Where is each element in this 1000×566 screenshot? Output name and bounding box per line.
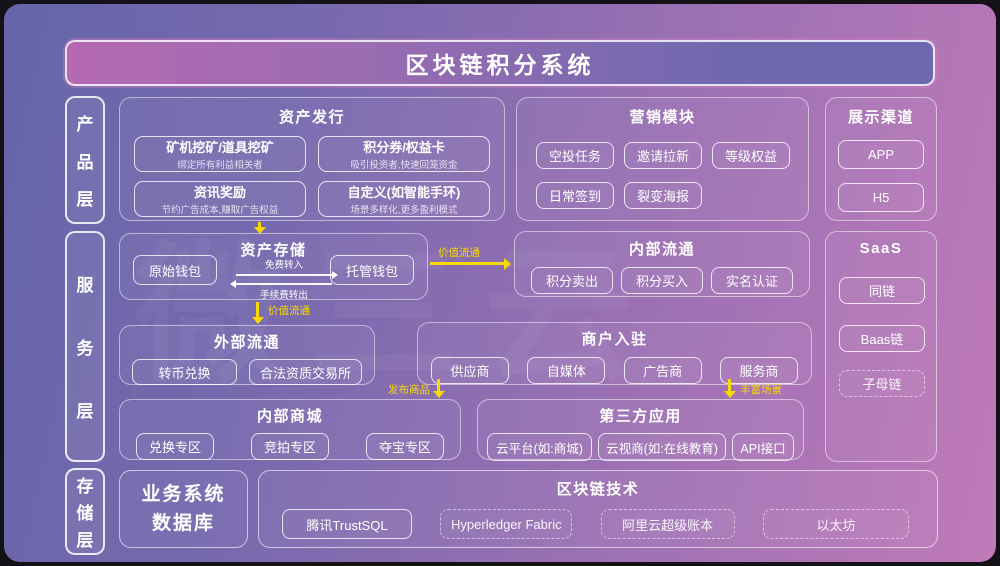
- item-self-media: 自媒体: [527, 357, 606, 384]
- section-title: 资产发行: [278, 109, 345, 126]
- section-asset-storage: 资产存储 原始钱包 托管钱包 免费转入 手续费转出: [119, 233, 428, 301]
- arrow-right-icon: [236, 271, 338, 279]
- asset-issuance-grid: 矿机挖矿/道具挖矿 绑定所有利益相关者 积分券/权益卡 吸引投资者,快速回笼资金…: [134, 136, 490, 217]
- item-invite-new-users: 邀请拉新: [624, 142, 702, 169]
- item-legal-exchange: 合法资质交易所: [249, 359, 362, 385]
- arrow-left-icon: [230, 280, 332, 288]
- section-business-database: 业务系统 数据库: [119, 470, 248, 548]
- item-custom-device: 自定义(如智能手环) 场景多样化,更多盈利模式: [318, 181, 490, 217]
- item-sell-points: 积分卖出: [531, 267, 613, 294]
- section-internal-mall: 内部商城 兑换专区 竞拍专区 夺宝专区: [119, 399, 461, 460]
- section-display-channels: 展示渠道 APP H5: [825, 97, 937, 221]
- item-desc: 绑定所有利益相关者: [177, 160, 263, 171]
- item-treasure-zone: 夺宝专区: [366, 433, 444, 460]
- section-title: 商户入驻: [581, 331, 648, 348]
- arrow-label-rich-scenes: 丰富场景: [740, 384, 782, 396]
- item-auction-zone: 竞拍专区: [251, 433, 329, 460]
- layer-label-product: 产品层: [65, 96, 105, 224]
- item-desc: 节约广告成本,赚取广告权益: [161, 205, 279, 216]
- item-daily-checkin: 日常签到: [536, 182, 614, 209]
- arrow-label-value-flow-right: 价值流通: [438, 247, 480, 259]
- section-title: 内部商城: [256, 408, 323, 425]
- item-airdrop-tasks: 空投任务: [536, 142, 614, 169]
- item-service-provider: 服务商: [719, 357, 798, 384]
- item-label: 自定义(如智能手环): [347, 185, 461, 200]
- item-coin-exchange: 转币兑换: [132, 359, 238, 385]
- section-title: 营销模块: [629, 109, 696, 126]
- item-exchange-zone: 兑换专区: [136, 433, 214, 460]
- arrow-service-to-thirdparty-icon: [723, 379, 736, 398]
- blockchain-row: 腾讯TrustSQL Hyperledger Fabric 阿里云超级账本 以太…: [282, 509, 909, 539]
- wallet-transfer: 免费转入 手续费转出: [224, 257, 344, 301]
- section-title: 展示渠道: [847, 109, 914, 126]
- item-h5: H5: [838, 183, 924, 212]
- item-same-chain: 同链: [839, 277, 925, 304]
- item-buy-points: 积分买入: [621, 267, 703, 294]
- item-aliyun-hyperledger: 阿里云超级账本: [600, 509, 735, 539]
- transfer-out-label: 手续费转出: [260, 290, 308, 301]
- item-cloud-video-commerce: 云视商(如:在线教育): [598, 433, 726, 461]
- internal-mall-row: 兑换专区 竞拍专区 夺宝专区: [136, 433, 444, 460]
- section-marketing: 营销模块 空投任务 邀请拉新 等级权益 日常签到 裂变海报: [516, 97, 809, 221]
- item-label: 资讯奖励: [193, 185, 246, 200]
- item-fission-poster: 裂变海报: [624, 182, 702, 209]
- db-label-line1: 业务系统: [141, 483, 226, 505]
- item-hyperledger-fabric: Hyperledger Fabric: [440, 509, 573, 539]
- item-points-coupon: 积分券/权益卡 吸引投资者,快速回笼资金: [318, 136, 490, 172]
- item-api-interface: API接口: [732, 433, 794, 461]
- layer-label-service: 服务层: [65, 231, 105, 462]
- section-title: 外部流通: [213, 334, 280, 351]
- section-internal-circulation: 内部流通 积分卖出 积分买入 实名认证: [514, 231, 810, 297]
- layer-label-storage: 存储层: [65, 468, 105, 555]
- item-desc: 吸引投资者,快速回笼资金: [350, 160, 458, 171]
- diagram-canvas: 微三云 区块链积分系统 产品层 服务层 存储层 资产发行 矿机挖矿/道具挖矿 绑…: [4, 4, 996, 562]
- item-machine-mining: 矿机挖矿/道具挖矿 绑定所有利益相关者: [134, 136, 306, 172]
- section-saas: SaaS 同链 Baas链 子母链: [825, 231, 937, 462]
- item-supplier: 供应商: [431, 357, 509, 384]
- section-third-party-apps: 第三方应用 云平台(如:商城) 云视商(如:在线教育) API接口: [477, 399, 804, 461]
- marketing-row-1: 空投任务 邀请拉新 等级权益: [536, 142, 808, 169]
- item-level-rights: 等级权益: [712, 142, 790, 169]
- third-party-row: 云平台(如:商城) 云视商(如:在线教育) API接口: [487, 433, 794, 461]
- page-title: 区块链积分系统: [65, 40, 935, 86]
- item-baas-chain: Baas链: [839, 325, 925, 352]
- db-label-line2: 数据库: [151, 513, 215, 534]
- section-title: 内部流通: [628, 241, 695, 258]
- arrow-storage-to-internal-icon: [430, 257, 511, 270]
- marketing-row-2: 日常签到 裂变海报: [536, 182, 808, 209]
- section-asset-issuance: 资产发行 矿机挖矿/道具挖矿 绑定所有利益相关者 积分券/权益卡 吸引投资者,快…: [119, 97, 505, 221]
- item-real-name-auth: 实名认证: [711, 267, 793, 294]
- item-ethereum: 以太坊: [762, 509, 909, 539]
- arrow-issuance-to-storage-icon: [253, 222, 266, 234]
- item-cloud-platform: 云平台(如:商城): [487, 433, 592, 461]
- item-label: 矿机挖矿/道具挖矿: [166, 140, 274, 155]
- item-parent-child-chain: 子母链: [839, 370, 925, 397]
- item-desc: 场景多样化,更多盈利模式: [350, 205, 458, 216]
- arrow-storage-to-external-icon: [251, 302, 264, 324]
- merchant-row: 供应商 自媒体 广告商 服务商: [431, 357, 798, 384]
- section-title: SaaS: [859, 240, 903, 257]
- item-tencent-trustsql: 腾讯TrustSQL: [282, 509, 412, 539]
- section-blockchain-tech: 区块链技术 腾讯TrustSQL Hyperledger Fabric 阿里云超…: [258, 470, 938, 548]
- internal-circulation-row: 积分卖出 积分买入 实名认证: [531, 267, 793, 294]
- item-custodial-wallet: 托管钱包: [330, 255, 414, 285]
- section-merchant-onboarding: 商户入驻 供应商 自媒体 广告商 服务商: [417, 322, 812, 385]
- item-original-wallet: 原始钱包: [133, 255, 217, 285]
- section-title: 区块链技术: [556, 481, 640, 498]
- item-label: 积分券/权益卡: [363, 140, 445, 155]
- arrow-label-publish-goods: 发布商品: [388, 384, 430, 396]
- arrow-supplier-to-mall-icon: [432, 379, 445, 398]
- item-app: APP: [838, 140, 924, 169]
- item-news-reward: 资讯奖励 节约广告成本,赚取广告权益: [134, 181, 306, 217]
- item-advertiser: 广告商: [623, 357, 702, 384]
- arrow-label-value-flow-down: 价值流通: [268, 305, 310, 317]
- section-title: 资产存储: [240, 242, 307, 259]
- section-external-circulation: 外部流通 转币兑换 合法资质交易所: [119, 325, 375, 385]
- external-circulation-row: 转币兑换 合法资质交易所: [132, 359, 362, 385]
- section-title: 第三方应用: [599, 408, 682, 425]
- transfer-in-label: 免费转入: [264, 260, 303, 271]
